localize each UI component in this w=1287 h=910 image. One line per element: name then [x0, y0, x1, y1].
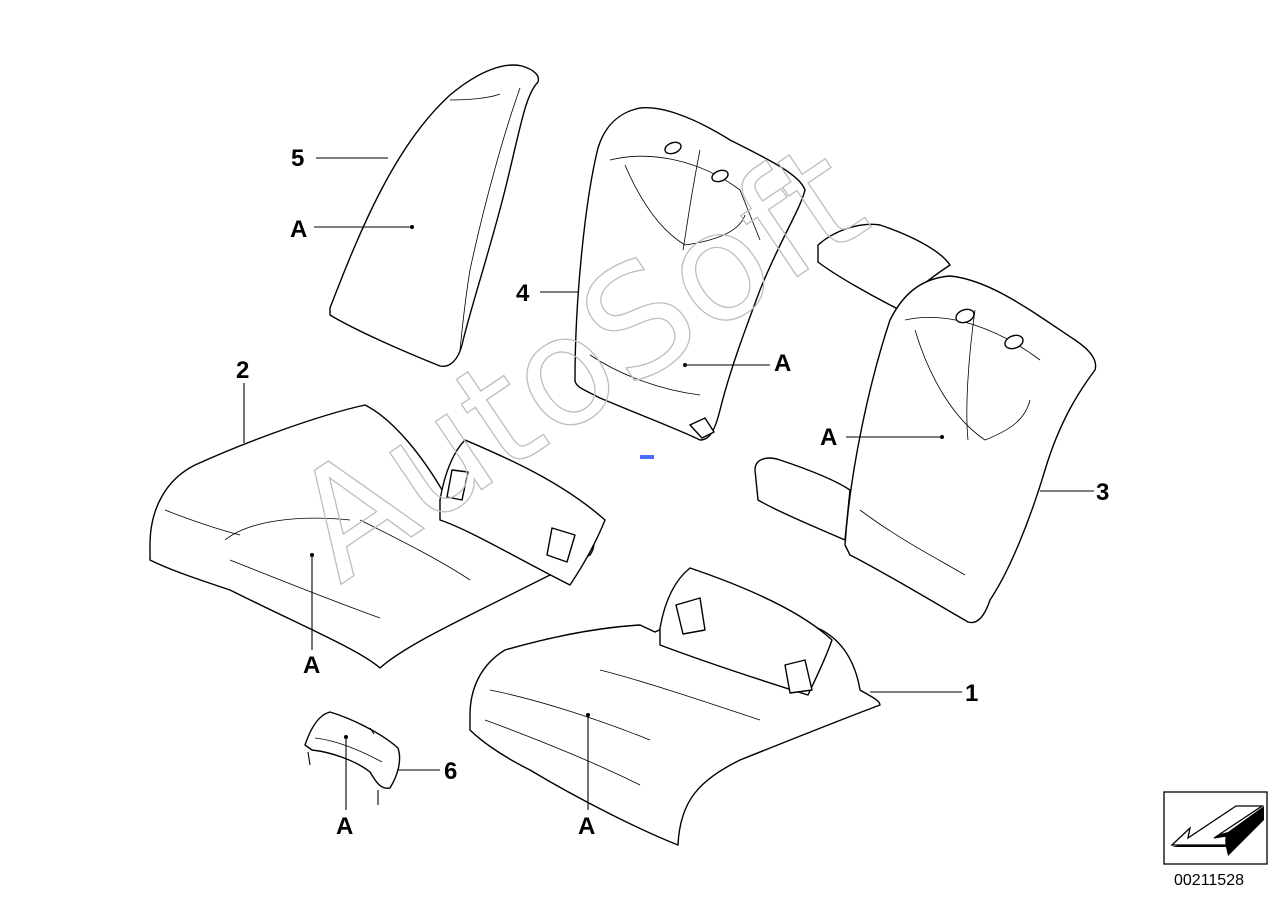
callout-part-3: 3	[1096, 479, 1109, 506]
callout-a-part-2: A	[303, 652, 320, 679]
part-4-backrest	[574, 107, 806, 441]
callout-part-2: 2	[236, 357, 249, 384]
callout-part-4: 4	[516, 280, 530, 307]
callout-part-1: 1	[965, 680, 978, 707]
accent-mark	[640, 455, 654, 459]
document-number: 00211528	[1174, 872, 1244, 889]
part-3-backrest	[754, 223, 1097, 624]
part-1-seat-cushion	[469, 567, 881, 846]
callout-a-part-6: A	[336, 813, 353, 840]
leaders	[243, 157, 1094, 810]
callout-a-part-3: A	[820, 424, 837, 451]
direction-box	[1163, 791, 1268, 865]
part-6-trim	[304, 711, 401, 805]
part-5-side-bolster	[329, 64, 540, 367]
callout-a-part-1: A	[578, 813, 595, 840]
callout-a-part-5: A	[290, 216, 307, 243]
callout-part-6: 6	[444, 758, 457, 785]
part-2-seat-cushion	[149, 404, 606, 669]
callout-a-part-4: A	[774, 350, 791, 377]
callout-part-5: 5	[291, 145, 304, 172]
arrow-icon	[1170, 805, 1265, 856]
